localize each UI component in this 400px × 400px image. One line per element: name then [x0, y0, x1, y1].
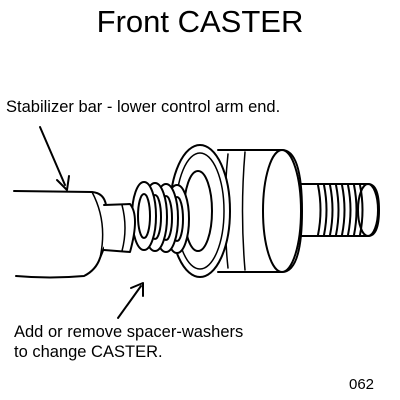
page-title: Front CASTER [96, 4, 304, 39]
rubber-bushing [217, 149, 303, 273]
stabilizer-bar [13, 190, 136, 279]
stabilizer-bar-callout: Stabilizer bar - lower control arm end. [6, 98, 281, 116]
figure-number: 062 [349, 376, 375, 393]
spacer-washer-callout-line2: to change CASTER. [14, 343, 163, 361]
spacer-washer-callout: Add or remove spacer-washers to change C… [14, 322, 243, 362]
arrow-up-right-icon [117, 282, 144, 319]
spacer-washer-callout-line1: Add or remove spacer-washers [14, 323, 244, 341]
arrow-down-right-icon [39, 126, 70, 191]
threaded-stud [299, 183, 380, 237]
spacer-washers [131, 181, 190, 254]
